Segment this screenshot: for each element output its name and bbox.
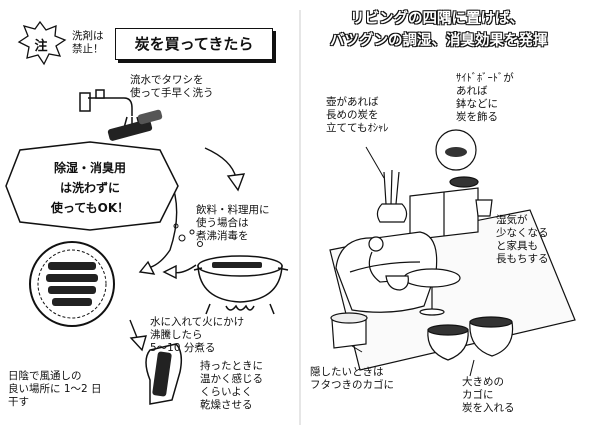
living-room-scene [329,129,576,377]
note-humidity-text: 湿気が 少なくなる と家具も 長もちする [496,214,549,265]
note-detergent-text: 洗剤は 禁止！ [72,30,104,55]
burst-callout-text: 除湿・消臭用 は洗わずに 使ってもOK！ [50,161,130,215]
hand-charcoal-icon [145,343,183,405]
note-badge: 注 [34,39,48,54]
charcoal-wash-icon [107,109,163,141]
boiling-pot-icon [193,255,289,315]
note-vase-text: 壺があれば 長めの炭を 立ててもｵｼｬﾚ [326,96,389,134]
note-sideboard-text: ｻｲﾄﾞﾎﾞｰﾄﾞが あれば 鉢などに 炭を飾る [456,72,514,123]
title-box: 炭を買ってきたら [115,28,273,60]
step-wash-text: 流水でタワシを 使って手早く洗う [130,74,214,99]
right-title-line2: バツグンの調湿、消臭効果を発揮 [330,33,548,50]
step-heat-text: 水に入れて火にかけ 沸騰したら 5〜10 分煮る [150,316,245,354]
note-basket-lid-text: 隠したいときは フタつきのカゴに [310,366,394,391]
note-big-basket-text: 大きめの カゴに 炭を入れる [462,376,515,414]
page-title: 炭を買ってきたら [134,35,254,53]
drying-basket-icon [29,241,115,327]
note-starburst-icon [17,20,67,66]
right-title-line1: リビングの四隅に置けば、 [350,11,525,28]
step-boil-text: 飲料・料理用に 使う場合は 煮沸消毒を [196,204,270,242]
step-dry-text: 日陰で風通しの 良い場所に 1〜2 日 干す [8,370,102,408]
bubbles-icon [173,223,203,247]
faucet-icon [79,89,141,129]
step-warm-text: 持ったときに 温かく感じる くらいよく 乾燥させる [200,360,263,411]
callout-starburst [5,141,179,231]
